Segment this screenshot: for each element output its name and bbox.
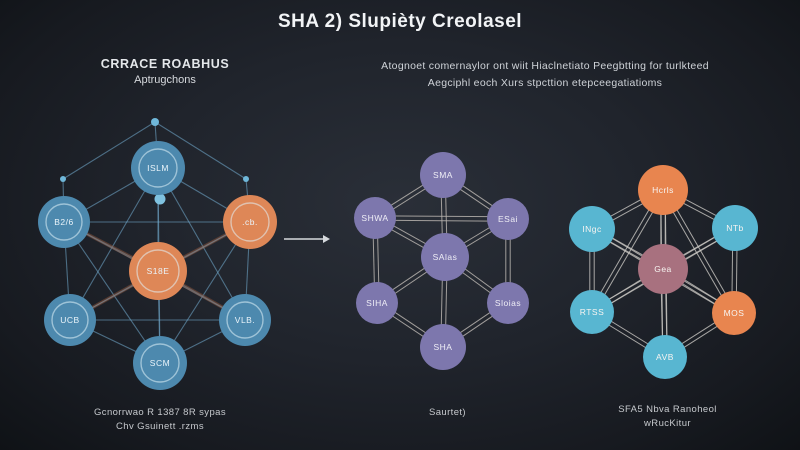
connector-dot	[243, 176, 249, 182]
node-B2/6: B2/6	[38, 196, 90, 248]
node-VLB.: VLB.	[219, 294, 271, 346]
node-label: S18E	[147, 266, 170, 276]
caption-right: SFA5 Nbva Ranoheol wRucKitur	[575, 403, 760, 432]
node-circle	[487, 198, 529, 240]
node-label: Sloias	[495, 298, 521, 308]
node-label: SAlas	[433, 252, 458, 262]
node-SIHA: SIHA	[356, 282, 398, 324]
node-SHWA: SHWA	[354, 197, 396, 239]
node-label: MOS	[724, 308, 745, 318]
node-label: ESai	[498, 214, 518, 224]
node-circle	[420, 152, 466, 198]
caption-left: Gcnorrwao R 1387 8R sypas Chv Gsuinett .…	[40, 406, 280, 435]
node-SMA: SMA	[420, 152, 466, 198]
caption-left-line2: Chv Gsuinett .rzms	[116, 421, 204, 433]
node-label: ISLM	[147, 163, 169, 173]
node-Sloias: Sloias	[487, 282, 529, 324]
right-heading-line1: Atognoet comernaylor ont wiit Hiaclnetia…	[381, 60, 709, 72]
edge	[69, 167, 159, 321]
caption-left-line1: Gcnorrwao R 1387 8R sypas	[94, 407, 226, 418]
edge	[374, 219, 508, 222]
caption-middle: Saurtet)	[360, 406, 535, 420]
left-heading-line2: Aptrugchons	[134, 74, 196, 86]
left-network: ISLM B2/6 .cb. S18E UCB VLB. SCM	[38, 118, 277, 390]
page-title: SHA 2) Slupièty Creolasel	[277, 11, 523, 32]
node-circle	[638, 244, 688, 294]
edge	[157, 167, 246, 321]
node-MOS: MOS	[712, 291, 756, 335]
left-heading: CRRACE ROABHUS Aptrugchons	[60, 57, 270, 86]
caption-right-line2: wRucKitur	[644, 418, 691, 430]
node-label: SHWA	[361, 213, 388, 223]
node-circle	[570, 290, 614, 334]
node-SCM: SCM	[133, 336, 187, 390]
node-label: SHA	[434, 342, 453, 352]
node-UCB: UCB	[44, 294, 96, 346]
node-label: SIHA	[366, 298, 388, 308]
node-label: B2/6	[54, 217, 74, 227]
node-ring	[136, 249, 180, 293]
connector-dot	[60, 176, 66, 182]
node-circle	[421, 233, 469, 281]
node-label: INgc	[582, 224, 602, 234]
node-label: SCM	[150, 358, 170, 368]
node-SHA: SHA	[420, 324, 466, 370]
node-label: VLB.	[235, 315, 255, 325]
edge	[159, 221, 251, 364]
node-Gea: Gea	[638, 244, 688, 294]
node-RTSS: RTSS	[570, 290, 614, 334]
node-SAlas: SAlas	[421, 233, 469, 281]
node-ISLM: ISLM	[131, 141, 185, 195]
node-ring	[138, 148, 178, 188]
node-label: Hcrls	[652, 185, 674, 195]
node-label: AVB	[656, 352, 674, 362]
edge	[63, 221, 161, 364]
node-ring	[230, 202, 270, 242]
transition-arrow	[284, 235, 330, 243]
node-circle	[638, 165, 688, 215]
node-S18E: S18E	[129, 242, 187, 300]
node-AVB: AVB	[643, 335, 687, 379]
node-circle	[356, 282, 398, 324]
node-NTb: NTb	[712, 205, 758, 251]
node-label: .cb.	[242, 217, 258, 227]
node-circle	[569, 206, 615, 252]
frame-line	[154, 121, 247, 180]
node-circle	[643, 335, 687, 379]
node-.cb.: .cb.	[223, 195, 277, 249]
node-INgc: INgc	[569, 206, 615, 252]
connector-dot	[151, 118, 159, 126]
node-ring	[140, 343, 180, 383]
node-circle	[420, 324, 466, 370]
node-circle	[487, 282, 529, 324]
node-label: Gea	[654, 264, 672, 274]
frame-line	[62, 121, 156, 180]
left-heading-line1: CRRACE ROABHUS	[100, 57, 230, 71]
node-ESai: ESai	[487, 198, 529, 240]
caption-right-line1: SFA5 Nbva Ranoheol	[618, 404, 717, 415]
node-ring	[45, 203, 83, 241]
connector-dot	[154, 193, 166, 205]
node-Hcrls: Hcrls	[638, 165, 688, 215]
node-circle	[712, 205, 758, 251]
node-ring	[51, 301, 89, 339]
node-label: RTSS	[580, 307, 605, 317]
arrow-head	[323, 235, 330, 243]
node-label: SMA	[433, 170, 453, 180]
right-heading: Atognoet comernaylor ont wiit Hiaclnetia…	[330, 58, 760, 93]
node-circle	[712, 291, 756, 335]
edge	[375, 215, 509, 218]
node-label: UCB	[60, 315, 79, 325]
node-ring	[226, 301, 264, 339]
node-circle	[354, 197, 396, 239]
right-heading-line2: Aegciphl eoch Xurs stpcttion etepceegati…	[427, 77, 663, 90]
node-label: NTb	[726, 223, 744, 233]
caption-middle-line1: Saurtet)	[429, 407, 466, 418]
